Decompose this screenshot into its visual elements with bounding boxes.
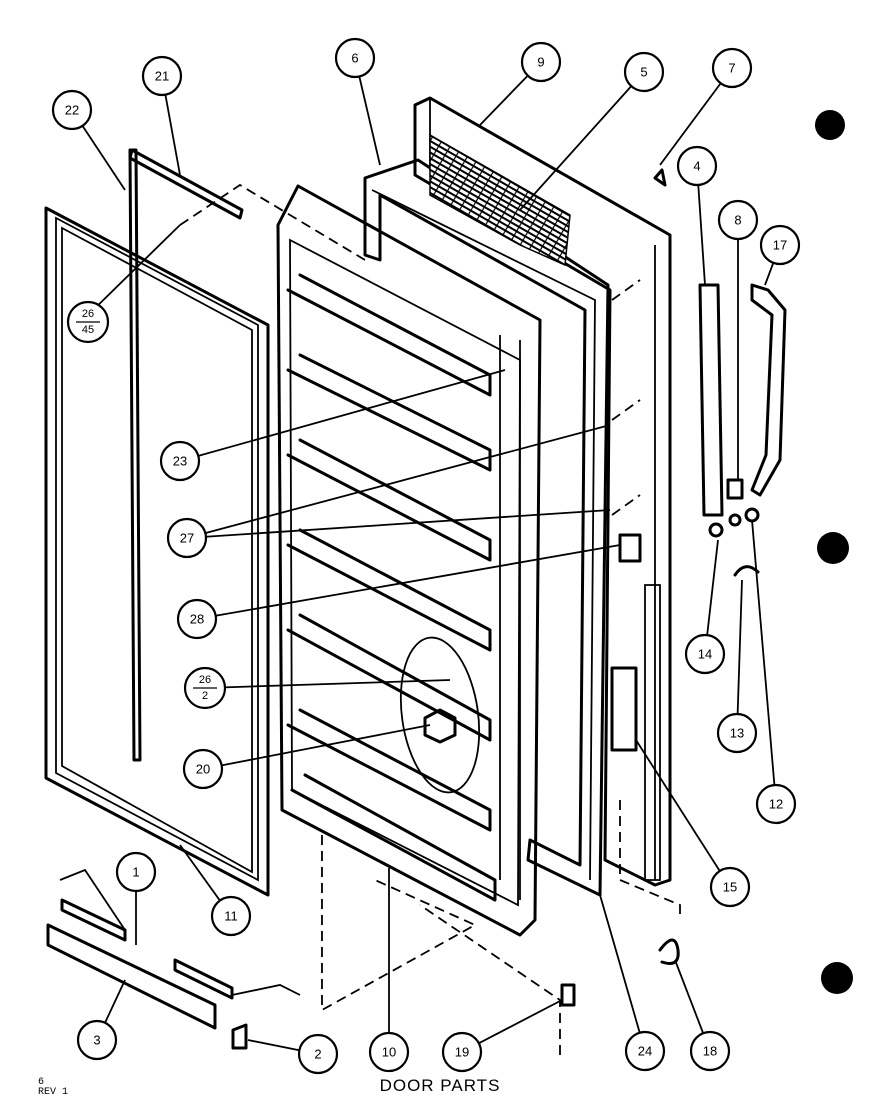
handle-part-17	[750, 283, 787, 497]
callout-3: 3	[76, 1019, 118, 1061]
callout-19: 19	[441, 1031, 483, 1073]
breaker-strip-part-22	[128, 148, 142, 762]
page-number: 6	[38, 1077, 45, 1088]
callout-24: 24	[624, 1030, 666, 1072]
callout-23: 23	[159, 440, 201, 482]
callout-18: 18	[689, 1030, 731, 1072]
callout-27: 27	[166, 517, 208, 559]
bottom-strip-part-3	[46, 923, 217, 1030]
svg-text:17: 17	[773, 238, 787, 253]
strip-part-4	[698, 283, 724, 517]
leader-lines	[71, 57, 781, 1055]
callout-12: 12	[755, 783, 797, 825]
registration-mark	[815, 110, 845, 140]
svg-text:10: 10	[382, 1045, 396, 1060]
plate-part-8	[726, 478, 744, 500]
svg-text:7: 7	[728, 61, 735, 76]
callout-2: 2	[297, 1033, 339, 1075]
top-strip-part-21	[128, 148, 244, 220]
svg-text:20: 20	[196, 762, 210, 777]
svg-text:18: 18	[703, 1044, 717, 1059]
svg-text:12: 12	[769, 797, 783, 812]
callout-11: 11	[210, 895, 252, 937]
callout-9: 9	[520, 41, 562, 83]
svg-text:8: 8	[734, 213, 741, 228]
callout-21: 21	[141, 55, 183, 97]
callout-1: 1	[115, 851, 157, 893]
callout-4: 4	[676, 145, 718, 187]
svg-text:4: 4	[693, 159, 700, 174]
svg-text:28: 28	[190, 612, 204, 627]
door-gasket-part-11	[44, 206, 270, 897]
svg-text:1: 1	[132, 865, 139, 880]
svg-text:2: 2	[314, 1047, 321, 1062]
svg-text:26: 26	[199, 674, 211, 686]
callout-26-45: 26 45	[66, 300, 110, 344]
callout-26-2: 26 2	[183, 666, 227, 710]
svg-text:24: 24	[638, 1044, 652, 1059]
svg-text:23: 23	[173, 454, 187, 469]
callout-5: 5	[623, 51, 665, 93]
bottom-strip-part-1	[59, 868, 301, 1000]
revision-label: REV 1	[38, 1087, 69, 1098]
svg-text:13: 13	[730, 726, 744, 741]
callout-7: 7	[711, 47, 753, 89]
callout-6: 6	[334, 37, 376, 79]
svg-text:15: 15	[723, 880, 737, 895]
callout-8: 8	[717, 199, 759, 241]
svg-text:45: 45	[82, 324, 94, 336]
svg-text:14: 14	[698, 647, 712, 662]
registration-mark	[821, 962, 853, 994]
svg-text:5: 5	[640, 65, 647, 80]
svg-text:22: 22	[65, 103, 79, 118]
svg-text:26: 26	[82, 308, 94, 320]
door-liner-part-10	[276, 184, 542, 937]
svg-text:6: 6	[351, 51, 358, 66]
callout-28: 28	[176, 598, 218, 640]
callout-13: 13	[716, 712, 758, 754]
svg-text:2: 2	[202, 690, 208, 702]
handle-bracket-part-15	[610, 666, 638, 752]
svg-text:11: 11	[224, 909, 238, 924]
svg-text:9: 9	[537, 55, 544, 70]
callout-10: 10	[368, 1031, 410, 1073]
callout-20: 20	[182, 748, 224, 790]
assembly-guide-lines	[179, 183, 681, 1055]
svg-text:21: 21	[155, 69, 169, 84]
page-code: 6 REV 1	[38, 1078, 68, 1098]
outer-door-panel-part-9	[413, 96, 672, 887]
diagram-title: DOOR PARTS	[379, 1076, 501, 1095]
door-frame-part-24	[363, 158, 610, 897]
svg-text:27: 27	[180, 531, 194, 546]
callout-15: 15	[709, 866, 751, 908]
svg-text:3: 3	[93, 1033, 100, 1048]
registration-mark	[817, 532, 849, 564]
callout-22: 22	[51, 89, 93, 131]
svg-text:19: 19	[455, 1045, 469, 1060]
callout-17: 17	[759, 224, 801, 266]
callout-14: 14	[684, 633, 726, 675]
